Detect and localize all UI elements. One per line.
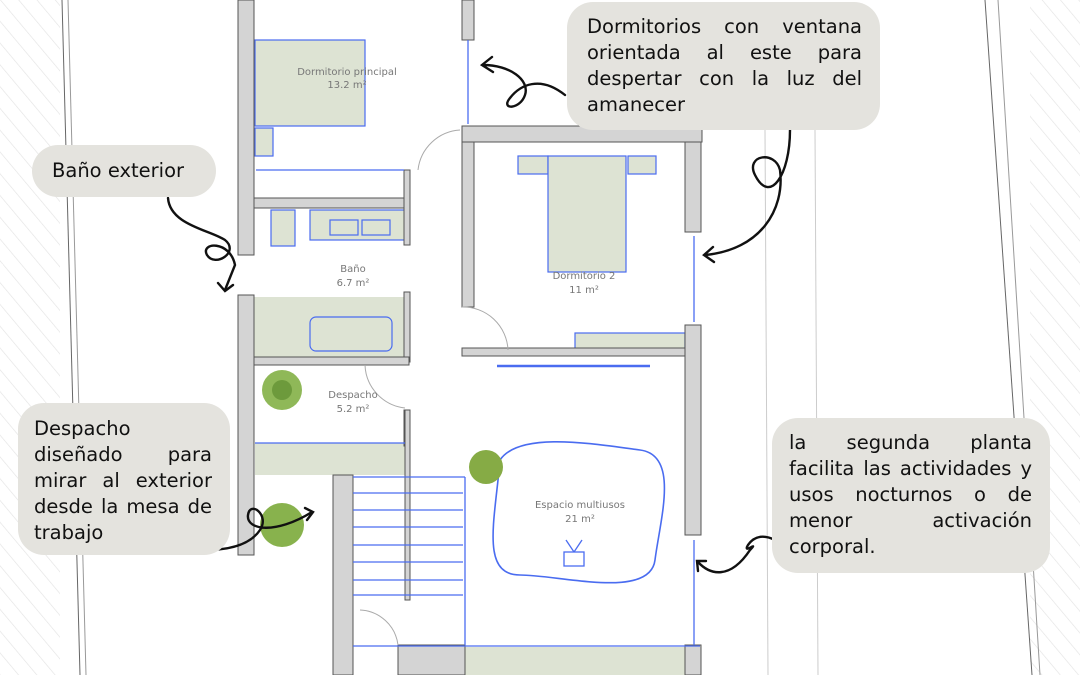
hatched-border-right — [764, 0, 1080, 675]
arrow-second-floor — [695, 535, 777, 574]
room-area: 5.2 m² — [337, 404, 370, 415]
furniture — [254, 39, 686, 675]
room-name: Dormitorio principal — [297, 67, 397, 78]
room-area: 6.7 m² — [337, 278, 370, 289]
room-name: Espacio multiusos — [535, 500, 625, 511]
door-swings — [359, 129, 509, 646]
annotation-text: Dormitorios con ventana orientada al est… — [587, 15, 862, 116]
arrow-dormitorio-2 — [702, 128, 792, 264]
arrow-office — [203, 506, 315, 552]
annotation-arrows — [166, 55, 792, 574]
room-area: 11 m² — [569, 285, 599, 296]
walls — [237, 0, 703, 675]
annotation-text: Despacho diseñado para mirar al exterior… — [34, 417, 212, 544]
arrow-bath — [166, 196, 237, 293]
plant-icons — [260, 370, 503, 547]
tv-icon — [563, 539, 585, 567]
annotation-text: Baño exterior — [52, 159, 185, 182]
annotation-text: la segunda planta facilita las actividad… — [789, 431, 1032, 558]
hatched-border-left — [0, 0, 87, 675]
room-name: Despacho — [328, 390, 378, 401]
annotation-bath: Baño exterior — [32, 145, 216, 197]
annotation-east-window: Dormitorios con ventana orientada al est… — [567, 2, 880, 130]
annotation-office: Despacho diseñado para mirar al exterior… — [18, 403, 230, 555]
annotation-second-floor: la segunda planta facilita las actividad… — [772, 418, 1050, 573]
stairs — [255, 40, 700, 647]
rug — [492, 441, 666, 584]
arrow-east-window — [479, 55, 567, 108]
room-area: 13.2 m² — [327, 80, 366, 91]
room-area: 21 m² — [565, 514, 595, 525]
room-name: Baño — [340, 264, 365, 275]
room-labels: Dormitorio principal 13.2 m² Baño 6.7 m²… — [297, 67, 625, 525]
room-name: Dormitorio 2 — [553, 271, 616, 282]
